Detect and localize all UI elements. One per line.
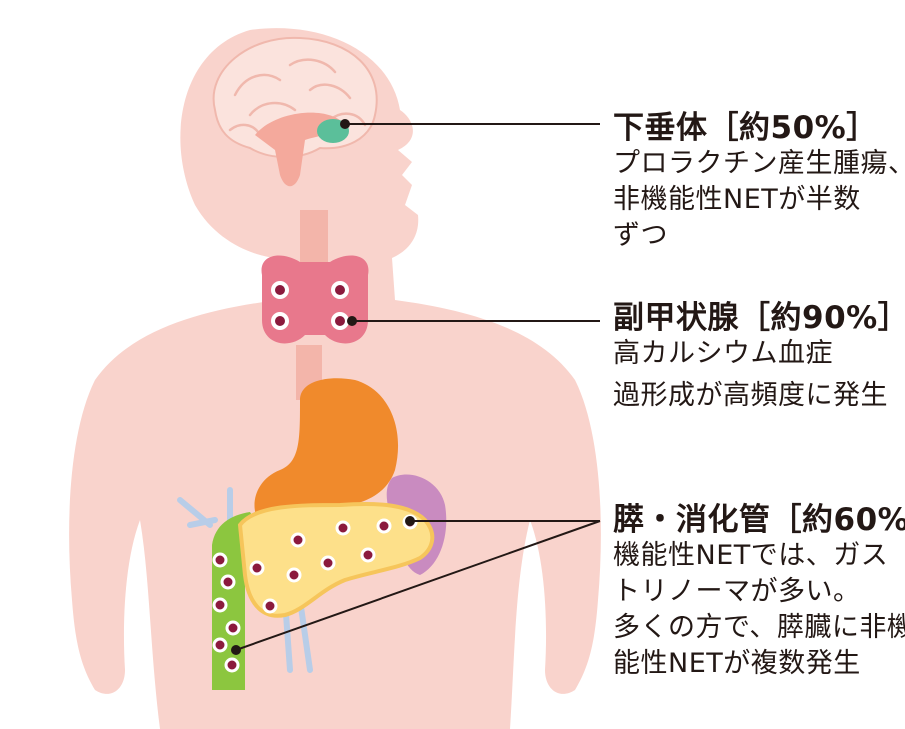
- tumor-dot: [214, 639, 226, 651]
- tumor-dot: [292, 534, 304, 546]
- pancreas-label: 膵・消化管［約60%］ 機能性NETでは、ガス トリノーマが多い。 多くの方で、…: [613, 502, 905, 682]
- tumor-dot: [273, 314, 287, 328]
- pancreas-desc-line-1: 機能性NETでは、ガス: [613, 538, 905, 574]
- tumor-dot: [273, 283, 287, 297]
- parathyroid-title: 副甲状腺［約90%］: [613, 300, 905, 336]
- tumor-dot: [362, 549, 374, 561]
- tumor-dot: [227, 622, 239, 634]
- pancreas-desc-line-3: 多くの方で、膵臓に非機: [613, 610, 905, 646]
- leader-dot-duodenum: [232, 646, 240, 654]
- tumor-dot: [333, 314, 347, 328]
- tumor-dot: [251, 562, 263, 574]
- pituitary-title: 下垂体［約50%］: [613, 110, 905, 146]
- parathyroid-desc-line-2: 過形成が高頻度に発生: [613, 378, 905, 414]
- thyroid-gland: [262, 256, 369, 344]
- tumor-dot: [337, 522, 349, 534]
- trachea: [300, 210, 328, 270]
- tumor-dot: [378, 520, 390, 532]
- pituitary-desc-line-2: 非機能性NETが半数: [613, 182, 905, 218]
- tumor-dot: [322, 557, 334, 569]
- leader-dot-pituitary: [341, 120, 349, 128]
- tumor-dot: [214, 554, 226, 566]
- tumor-dot: [333, 283, 347, 297]
- parathyroid-desc-line-1: 高カルシウム血症: [613, 336, 905, 372]
- tumor-dot: [226, 659, 238, 671]
- leader-dot-pancreas: [406, 517, 414, 525]
- parathyroid-label: 副甲状腺［約90%］ 高カルシウム血症 過形成が高頻度に発生: [613, 300, 905, 414]
- tumor-dot: [288, 569, 300, 581]
- pituitary-label: 下垂体［約50%］ プロラクチン産生腫瘍、 非機能性NETが半数 ずつ: [613, 110, 905, 254]
- tumor-dot: [264, 600, 276, 612]
- tumor-dot: [214, 599, 226, 611]
- tumor-dot: [222, 576, 234, 588]
- pituitary-desc-line-1: プロラクチン産生腫瘍、: [613, 146, 905, 182]
- pancreas-desc-line-4: 能性NETが複数発生: [613, 646, 905, 682]
- pancreas-desc-line-2: トリノーマが多い。: [613, 574, 905, 610]
- pituitary-desc-line-3: ずつ: [613, 218, 905, 254]
- leader-dot-parathyroid: [348, 317, 356, 325]
- pancreas-title: 膵・消化管［約60%］: [613, 502, 905, 538]
